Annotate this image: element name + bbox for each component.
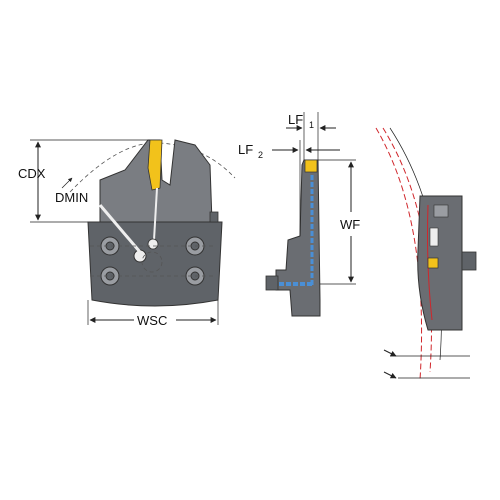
front-side-nub [209,211,219,223]
front-center-circle [141,251,163,273]
front-screw-holes [100,236,205,286]
side-insert [304,159,318,173]
lf2-subscript: 2 [258,150,263,160]
section-view [375,127,477,381]
lf1-subscript: 1 [309,120,314,130]
front-view: CDX DMIN WSC [18,139,236,328]
wsc-label: WSC [137,313,167,328]
section-arrow-top [383,349,397,357]
section-screw-top [433,204,449,218]
side-view: LF 1 LF 2 WF [238,112,360,317]
section-arc-inner [375,127,423,381]
cdx-label: CDX [18,166,46,181]
wf-label: WF [340,217,360,232]
side-coupling [265,275,279,291]
section-arc-outer [382,127,432,373]
lf2-label: LF [238,142,253,157]
section-clamp [429,227,439,247]
front-coolant-channel [98,204,142,253]
section-insert [427,257,439,269]
dmin-label: DMIN [55,190,88,205]
section-arrow-bottom [383,371,397,379]
front-blade-line [153,187,158,241]
front-pin [147,238,159,250]
dmin-leader [61,177,73,189]
lf1-label: LF [288,112,303,127]
section-body [417,195,463,331]
section-coupling [461,251,477,271]
